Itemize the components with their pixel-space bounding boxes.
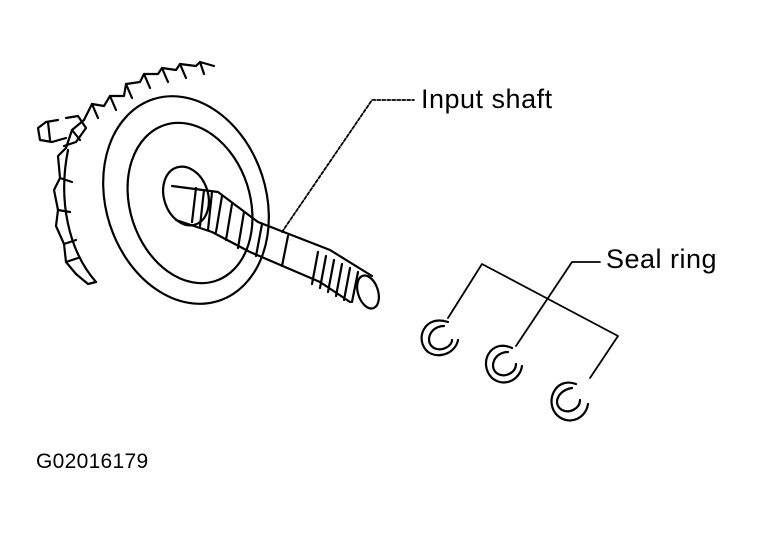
seal-ring-2	[484, 344, 524, 384]
seal-ring-label: Seal ring	[606, 244, 718, 274]
drum-splines	[52, 60, 216, 286]
drum-inner-rim	[126, 121, 254, 285]
figure-code: G02016179	[36, 450, 149, 473]
seal-ring-3	[550, 381, 590, 422]
input-shaft-label: Input shaft	[421, 84, 553, 114]
drum-front-rim	[102, 95, 270, 305]
seal-ring-1	[420, 319, 460, 357]
clutch-drum	[36, 60, 270, 305]
seal-rings	[420, 261, 619, 422]
hub-ring	[162, 165, 210, 227]
shaft-spline-end	[310, 250, 380, 310]
input-shaft	[170, 99, 415, 310]
